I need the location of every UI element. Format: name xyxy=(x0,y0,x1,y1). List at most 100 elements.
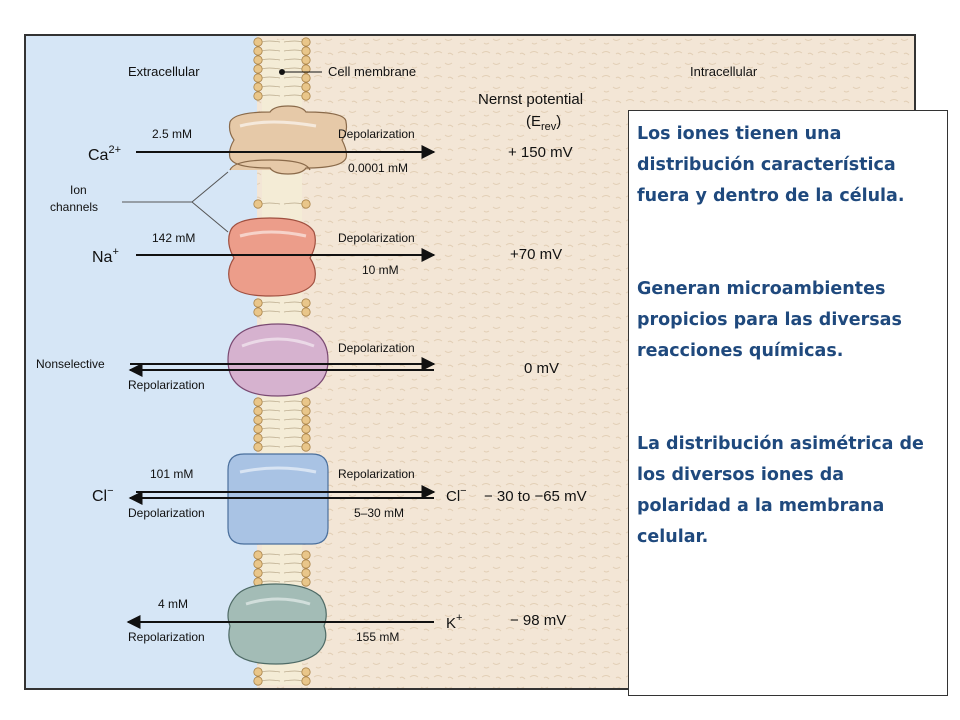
channel-na-highlight xyxy=(239,230,307,238)
extracellular-region xyxy=(25,35,257,689)
lipid-tail xyxy=(283,58,303,61)
intracellular-label: Intracellular xyxy=(690,64,758,79)
explanation-textbox: Los iones tienen una distribución caract… xyxy=(628,110,948,696)
lipid-head xyxy=(253,307,263,317)
channel-k xyxy=(227,583,327,665)
lipid-tail xyxy=(261,49,281,52)
lipid-tail xyxy=(261,679,281,682)
lipid-head xyxy=(253,82,263,92)
lipid-head xyxy=(253,298,263,308)
lipid-head xyxy=(301,442,311,452)
lipid-head xyxy=(301,406,311,416)
lipid-tail xyxy=(283,49,303,52)
lipid-head xyxy=(301,559,311,569)
lipid-tail xyxy=(283,436,303,439)
lipid-head xyxy=(301,73,311,83)
explanation-paragraph-3: La distribución asimétrica de los divers… xyxy=(637,434,924,547)
lipid-head xyxy=(253,442,263,452)
lipid-tail xyxy=(261,94,281,97)
lipid-tail xyxy=(261,553,281,556)
lipid-head xyxy=(253,559,263,569)
lipid-head xyxy=(301,424,311,434)
ca-outside-conc: 2.5 mM xyxy=(152,127,192,141)
lipid-tail xyxy=(283,580,303,583)
lipid-heads xyxy=(253,37,311,686)
lipid-tail xyxy=(283,571,303,574)
channel-nonselective xyxy=(227,323,329,397)
lipid-head xyxy=(253,406,263,416)
lipid-head xyxy=(253,37,263,47)
k-direction-label: Repolarization xyxy=(128,630,205,644)
lipid-tail xyxy=(283,85,303,88)
k-nernst-potential: − 98 mV xyxy=(510,612,566,629)
ion-channels-label-line1: Ion xyxy=(70,183,87,197)
lipid-tail xyxy=(283,427,303,430)
lipid-tails xyxy=(261,40,303,682)
k-inside-ion-label: K+ xyxy=(446,612,462,632)
lipid-tail xyxy=(261,67,281,70)
lipid-tail xyxy=(283,310,303,313)
lipid-tail xyxy=(283,562,303,565)
extracellular-label: Extracellular xyxy=(128,64,200,79)
na-inside-conc: 10 mM xyxy=(362,263,399,277)
ion-ca-label: Ca2+ xyxy=(88,144,121,164)
lipid-head xyxy=(253,676,263,686)
lipid-tail xyxy=(283,202,303,205)
lipid-tail xyxy=(261,85,281,88)
lipid-tail xyxy=(283,94,303,97)
nonselective-nernst-potential: 0 mV xyxy=(524,360,559,377)
lipid-head xyxy=(301,415,311,425)
ca-inside-conc: 0.0001 mM xyxy=(348,161,408,175)
cl-nernst-potential: − 30 to −65 mV xyxy=(484,488,587,505)
lipid-tail xyxy=(283,301,303,304)
nernst-symbol: (Erev) xyxy=(526,113,561,133)
lipid-head xyxy=(301,667,311,677)
cell-membrane-label: Cell membrane xyxy=(328,64,416,79)
lipid-head xyxy=(301,46,311,56)
channel-k-highlight xyxy=(245,597,311,606)
na-direction-label: Depolarization xyxy=(338,231,415,245)
lipid-tail xyxy=(261,571,281,574)
lipid-tail xyxy=(261,562,281,565)
lipid-tail xyxy=(283,445,303,448)
cl-direction-top: Repolarization xyxy=(338,467,415,481)
lipid-head xyxy=(301,676,311,686)
channel-ca-highlight xyxy=(239,120,317,128)
lipid-tail xyxy=(283,418,303,421)
ion-na-label: Na+ xyxy=(92,246,119,266)
lipid-head xyxy=(253,424,263,434)
lipid-tail xyxy=(261,40,281,43)
channel-na xyxy=(228,217,316,297)
lipid-head xyxy=(253,64,263,74)
lipid-head xyxy=(301,37,311,47)
lipid-head xyxy=(253,55,263,65)
explanation-paragraph-2: Generan microambientes propicios para la… xyxy=(637,279,902,361)
lipid-head xyxy=(253,91,263,101)
lipid-head xyxy=(301,199,311,209)
lipid-head xyxy=(301,64,311,74)
lipid-head xyxy=(253,397,263,407)
lipid-head xyxy=(253,433,263,443)
k-inside-conc: 155 mM xyxy=(356,630,399,644)
lipid-tail xyxy=(261,58,281,61)
lipid-tail xyxy=(261,76,281,79)
lipid-tail xyxy=(283,553,303,556)
lipid-head xyxy=(253,568,263,578)
lipid-tail xyxy=(283,400,303,403)
lipid-tail xyxy=(261,202,281,205)
lipid-head xyxy=(301,298,311,308)
lipid-tail xyxy=(261,436,281,439)
lipid-head xyxy=(301,91,311,101)
ion-cl-label: Cl− xyxy=(92,485,114,505)
cl-inside-conc: 5–30 mM xyxy=(354,506,404,520)
na-nernst-potential: +70 mV xyxy=(510,246,562,263)
lipid-head xyxy=(301,433,311,443)
cl-outside-conc: 101 mM xyxy=(150,467,193,481)
lipid-tail xyxy=(261,445,281,448)
lipid-head xyxy=(253,667,263,677)
nernst-title: Nernst potential xyxy=(478,91,583,108)
lipid-head xyxy=(301,307,311,317)
channel-cl-highlight xyxy=(239,466,317,474)
lipid-tail xyxy=(283,40,303,43)
